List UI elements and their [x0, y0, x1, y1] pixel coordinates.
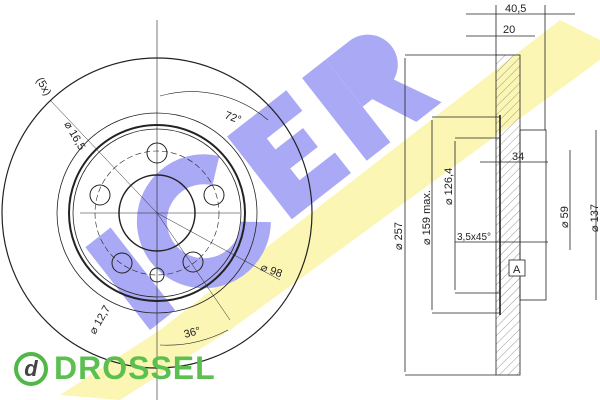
angle-top-label: 72° — [223, 110, 243, 127]
drossel-logo-icon: d — [14, 351, 48, 386]
outer-diameter-label: ⌀ 257 — [393, 222, 405, 250]
icer-letter-r — [302, 34, 442, 161]
icer-letter-i — [85, 227, 176, 330]
disc-thickness-label: 20 — [503, 24, 515, 36]
max-diameter-label: ⌀ 159 max. — [421, 190, 433, 245]
disc-front-view — [1, 20, 313, 400]
icer-letter-c — [136, 154, 271, 289]
small-hole-label: ⌀ 12,7 — [87, 304, 113, 337]
inner-diameter-label: ⌀ 126,4 — [443, 168, 455, 205]
drossel-text: DROSSEL — [54, 350, 216, 386]
chamfer-label: 3,5x45° — [457, 232, 491, 243]
datum-label: A — [513, 264, 521, 276]
hat-depth-label: 34 — [512, 151, 524, 163]
icer-letter-e — [227, 90, 351, 220]
icer-logo — [60, 20, 600, 400]
drossel-watermark: d DROSSEL — [14, 350, 216, 387]
holes-count-label: (5x) — [33, 76, 53, 98]
angle-bottom-label: 36° — [183, 325, 202, 341]
bore-label: ⌀ 59 — [559, 206, 571, 228]
overall-width-label: 40,5 — [505, 3, 526, 15]
hat-diameter-label: ⌀ 137 — [589, 204, 600, 232]
disc-section-view — [404, 5, 597, 376]
hole-diameter-label: ⌀ 16,5 — [61, 120, 87, 153]
